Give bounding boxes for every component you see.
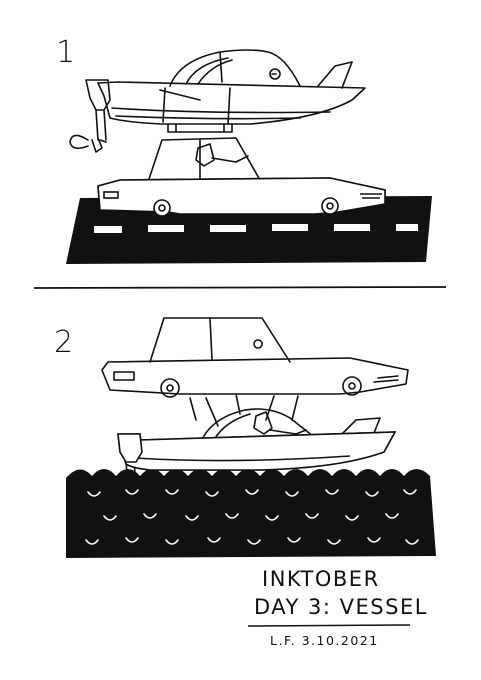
caption-title: INKTOBER bbox=[262, 567, 380, 591]
signature-date: L.F. 3.10.2021 bbox=[270, 633, 379, 648]
outboard-motor-panel-2 bbox=[117, 433, 143, 463]
panel-number-1: 1 bbox=[56, 35, 75, 70]
car-panel-2 bbox=[101, 317, 409, 398]
car-body-panel-1 bbox=[97, 177, 386, 215]
water-panel-2 bbox=[66, 469, 436, 558]
boat-hull-panel-2 bbox=[118, 431, 397, 471]
caption-subtitle: DAY 3: VESSEL bbox=[254, 595, 428, 619]
panel-number-2: 2 bbox=[54, 325, 73, 360]
panel-divider bbox=[33, 286, 447, 289]
caption-underline bbox=[247, 624, 411, 627]
boat-panel-1 bbox=[69, 49, 366, 153]
